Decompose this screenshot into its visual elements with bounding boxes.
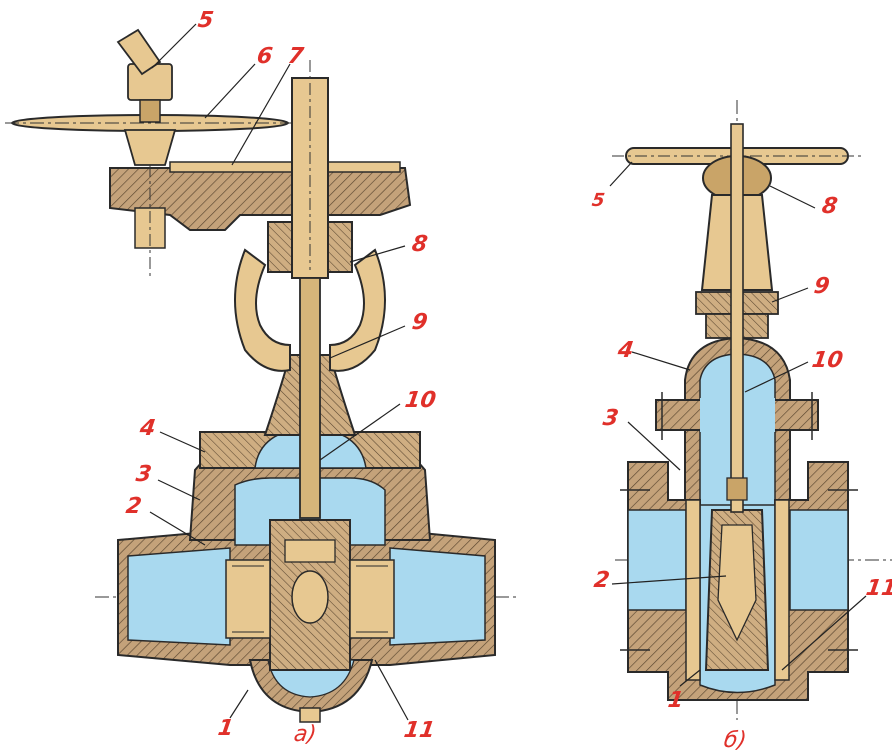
- label-a-1: 1: [216, 716, 236, 741]
- label-a-8: 8: [410, 232, 430, 257]
- label-a-6: 6: [255, 44, 275, 69]
- label-b-1: 1: [666, 688, 686, 713]
- label-b-4: 4: [616, 338, 636, 363]
- label-b-2: 2: [592, 568, 612, 593]
- wedge-ball-a: [291, 570, 329, 624]
- label-b-3: 3: [601, 406, 621, 431]
- label-a-7: 7: [286, 44, 306, 69]
- flow-cavity-right-a: [389, 547, 486, 646]
- seat-left-b: [685, 499, 701, 681]
- figure-a: [5, 23, 520, 723]
- label-a-10: 10: [403, 388, 438, 413]
- input-shaft-a: [116, 28, 162, 76]
- label-a-3: 3: [134, 462, 154, 487]
- label-a-5: 5: [196, 8, 216, 33]
- label-a-4: 4: [138, 416, 158, 441]
- handwheel-hub-a: [123, 129, 177, 166]
- drain-plug-a: [299, 707, 321, 723]
- figure-b: [609, 100, 892, 720]
- label-a-11: 11: [402, 718, 437, 743]
- flow-cavity-left-b: [627, 509, 687, 611]
- yoke-a: [234, 248, 291, 372]
- seat-right-b: [774, 499, 790, 681]
- stem-a: [299, 277, 321, 519]
- seat-left-a: [225, 559, 271, 639]
- label-a-9: 9: [410, 310, 430, 335]
- label-b-8: 8: [820, 194, 840, 219]
- gear-housing-lid-a: [169, 161, 401, 173]
- stem-b: [730, 123, 744, 513]
- caption-a: а): [292, 722, 318, 747]
- seat-right-a: [349, 559, 395, 639]
- flow-cavity-right-b: [789, 509, 849, 611]
- label-a-2: 2: [124, 494, 144, 519]
- label-b-11: 11: [864, 576, 892, 601]
- caption-b: б): [722, 728, 748, 753]
- label-b-9: 9: [812, 274, 832, 299]
- label-b-10: 10: [810, 348, 845, 373]
- flow-cavity-left-a: [127, 547, 231, 646]
